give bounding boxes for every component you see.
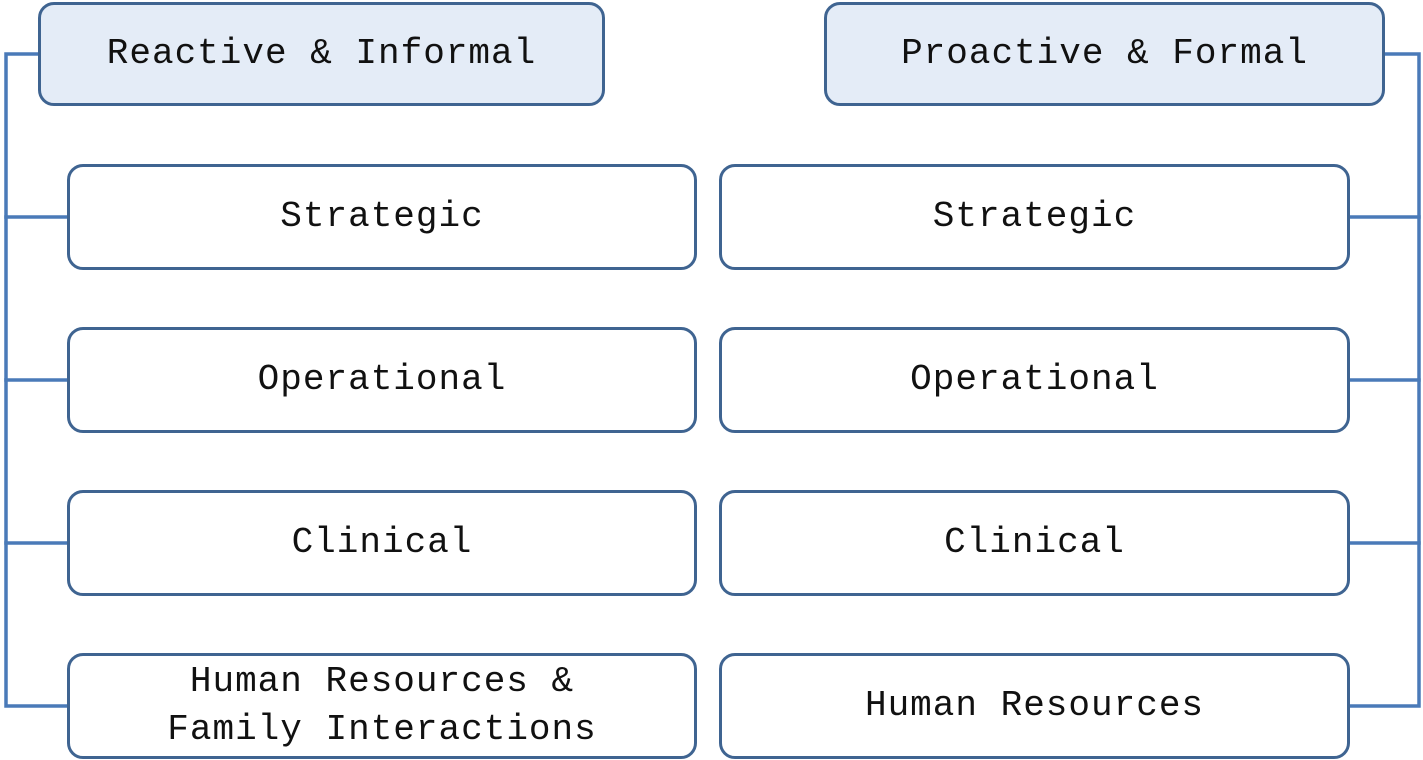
right-human-resources-box: Human Resources (719, 653, 1350, 759)
box-label: Clinical (291, 522, 473, 563)
left-clinical-box: Clinical (67, 490, 697, 596)
proactive-formal-header: Proactive & Formal (824, 2, 1385, 106)
right-clinical-box: Clinical (719, 490, 1350, 596)
right-strategic-box: Strategic (719, 164, 1350, 270)
box-label: Operational (910, 359, 1159, 400)
box-label: Strategic (932, 196, 1137, 237)
header-label: Reactive & Informal (106, 33, 537, 74)
left-operational-box: Operational (67, 327, 697, 433)
box-label: Clinical (944, 522, 1125, 563)
box-label: Strategic (280, 196, 484, 237)
right-operational-box: Operational (719, 327, 1350, 433)
left-human-resources-family-box: Human Resources & Family Interactions (67, 653, 697, 759)
left-strategic-box: Strategic (67, 164, 697, 270)
box-label: Human Resources (864, 685, 1205, 726)
reactive-informal-header: Reactive & Informal (38, 2, 605, 106)
header-label: Proactive & Formal (901, 33, 1308, 74)
box-label: Human Resources & Family Interactions (167, 661, 597, 750)
box-label: Operational (257, 359, 507, 400)
